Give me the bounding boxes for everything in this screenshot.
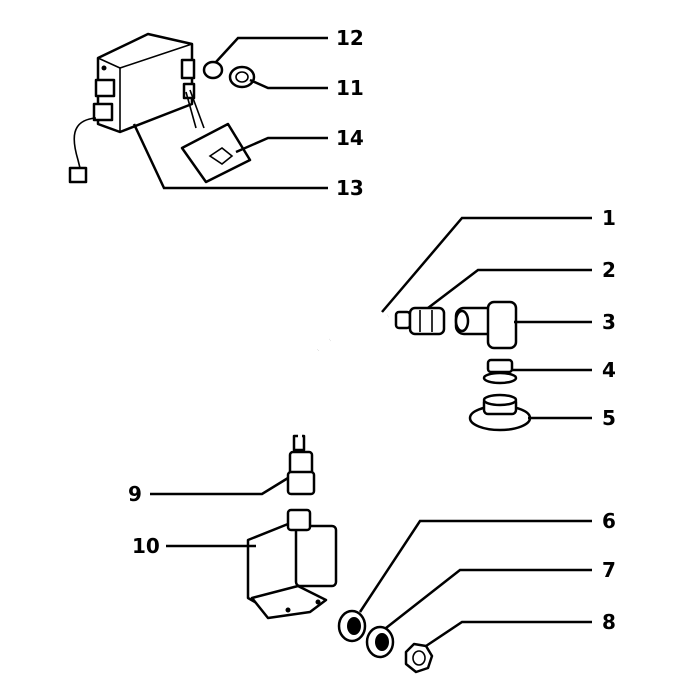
callout-2: 2: [602, 258, 616, 282]
control-unit-assembly: [68, 32, 205, 184]
callout-9: 9: [128, 482, 142, 506]
part-9-boot: [286, 434, 316, 496]
part-11-grommet: [228, 65, 256, 89]
part-14-pad: [180, 122, 252, 184]
part-6-washer: [337, 609, 367, 643]
callout-11: 11: [336, 76, 364, 100]
callout-10: 10: [132, 534, 160, 558]
callout-6: 6: [602, 509, 616, 533]
part-12-cap: [202, 60, 224, 80]
part-4-spring: [482, 358, 518, 385]
callout-3: 3: [602, 310, 616, 334]
callout-13: 13: [336, 176, 364, 200]
callout-5: 5: [602, 406, 616, 430]
callout-8: 8: [602, 610, 616, 634]
part-8-nut: [404, 642, 434, 674]
part-7-washer: [365, 625, 395, 659]
part-2-connector: [394, 306, 446, 336]
callout-14: 14: [336, 126, 364, 150]
ht-lead: [298, 314, 389, 439]
part-5-grommet: [468, 393, 532, 432]
leader-lines: [132, 36, 592, 648]
part-3-spark-plug-cap: [454, 300, 518, 350]
callout-4: 4: [602, 358, 616, 382]
callout-1: 1: [602, 206, 616, 230]
callout-12: 12: [336, 26, 364, 50]
part-10-ignition-coil: [246, 508, 338, 620]
callout-7: 7: [602, 558, 616, 582]
callout-labels: 1 2 3 4 5 6 7 8 9 10 11 12 13 14: [128, 26, 616, 634]
